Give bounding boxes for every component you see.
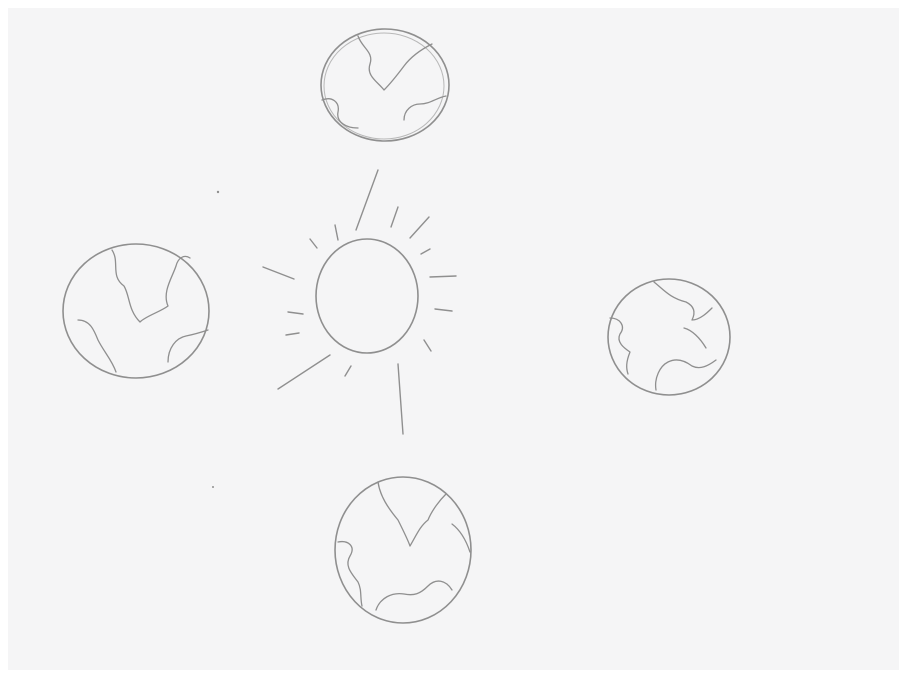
sun-ray — [430, 276, 456, 277]
pencil-dot — [217, 191, 219, 193]
paper-sheet — [8, 8, 899, 670]
pencil-dot — [212, 486, 214, 488]
